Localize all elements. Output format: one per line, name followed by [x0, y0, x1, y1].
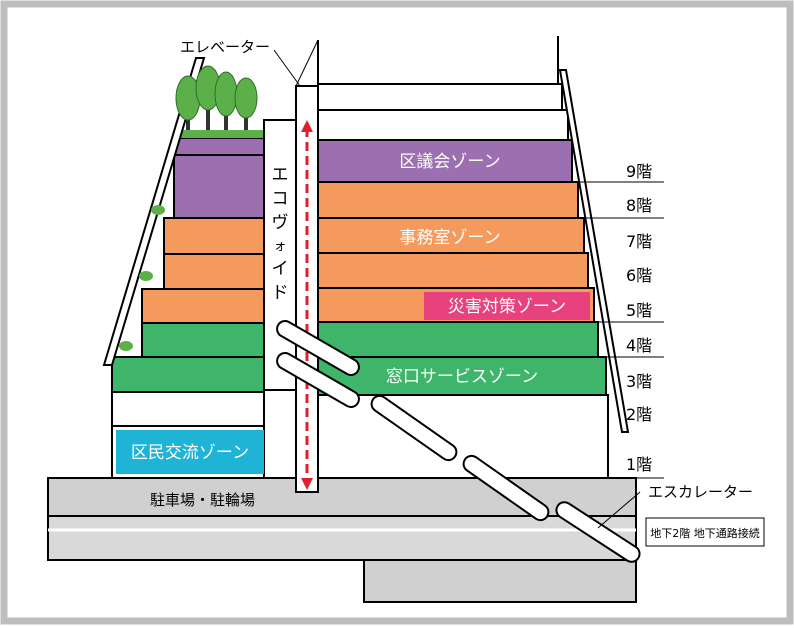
- zone-label-office: 事務室ゾーン: [399, 228, 500, 248]
- svg-text:イ: イ: [272, 259, 289, 279]
- left-floor-2: [111, 391, 265, 427]
- zone-label-disaster: 災害対策ゾーン: [448, 297, 566, 317]
- zone-label-assembly: 区議会ゾーン: [399, 152, 500, 172]
- plant-icon: [119, 205, 165, 351]
- left-floor-7: [163, 217, 265, 255]
- right-floor-4: [317, 321, 599, 358]
- floor-guides: [576, 181, 664, 479]
- left-floor-6: [163, 253, 265, 290]
- floor-labels: 9階 8階 7階 6階 5階 4階 3階 2階 1階: [626, 162, 652, 474]
- underground-label: 地下2階 地下通路接続: [650, 526, 760, 540]
- right-facade: [558, 69, 630, 433]
- floor-label-6: 6階: [626, 266, 652, 285]
- parking-label: 駐車場・駐輪場: [150, 491, 255, 509]
- floor-label-4: 4階: [626, 336, 652, 355]
- floor-label-3: 3階: [626, 372, 652, 391]
- right-floor-top: [317, 83, 563, 111]
- ecovoid-label: エ コ ヴ ォ イ ド: [272, 165, 289, 303]
- right-floor-6: [317, 252, 589, 289]
- basement-floor: [47, 515, 637, 561]
- left-floor-89: [173, 154, 265, 219]
- floor-label-2: 2階: [626, 405, 652, 424]
- right-floor-9: [317, 139, 573, 183]
- right-floor-8: [317, 181, 579, 219]
- floor-label-1: 1階: [626, 455, 652, 474]
- tree-icon: [175, 65, 258, 130]
- left-floor-roof: [173, 137, 265, 156]
- escalator-label: エスカレーター: [648, 483, 753, 501]
- right-floor-roof: [317, 109, 569, 141]
- eco-void: [263, 119, 297, 391]
- floor-label-7: 7階: [626, 232, 652, 251]
- left-floor-5: [141, 288, 265, 324]
- svg-text:エ: エ: [272, 165, 289, 185]
- disaster-zone-fill: [424, 292, 590, 320]
- svg-text:ヴ: ヴ: [272, 213, 289, 233]
- svg-text:ド: ド: [272, 283, 289, 303]
- floor-label-8: 8階: [626, 196, 652, 215]
- svg-text:ォ: ォ: [273, 239, 286, 254]
- svg-text:コ: コ: [272, 189, 289, 209]
- left-floor-4: [141, 322, 265, 358]
- zone-label-service: 窓口サービスゾーン: [386, 367, 538, 387]
- elevator-label: エレベーター: [180, 38, 270, 56]
- underground-box: [645, 517, 765, 547]
- escalator-icon: [276, 320, 641, 563]
- left-floor-3: [111, 356, 265, 393]
- roof-garden: [174, 130, 264, 138]
- floor-label-9: 9階: [626, 162, 652, 181]
- right-floor-7: [317, 217, 585, 254]
- floor-label-5: 5階: [626, 301, 652, 320]
- zone-label-exchange: 区民交流ゾーン: [131, 443, 249, 463]
- basement-lower: [363, 559, 637, 603]
- exchange-zone-fill: [116, 430, 264, 474]
